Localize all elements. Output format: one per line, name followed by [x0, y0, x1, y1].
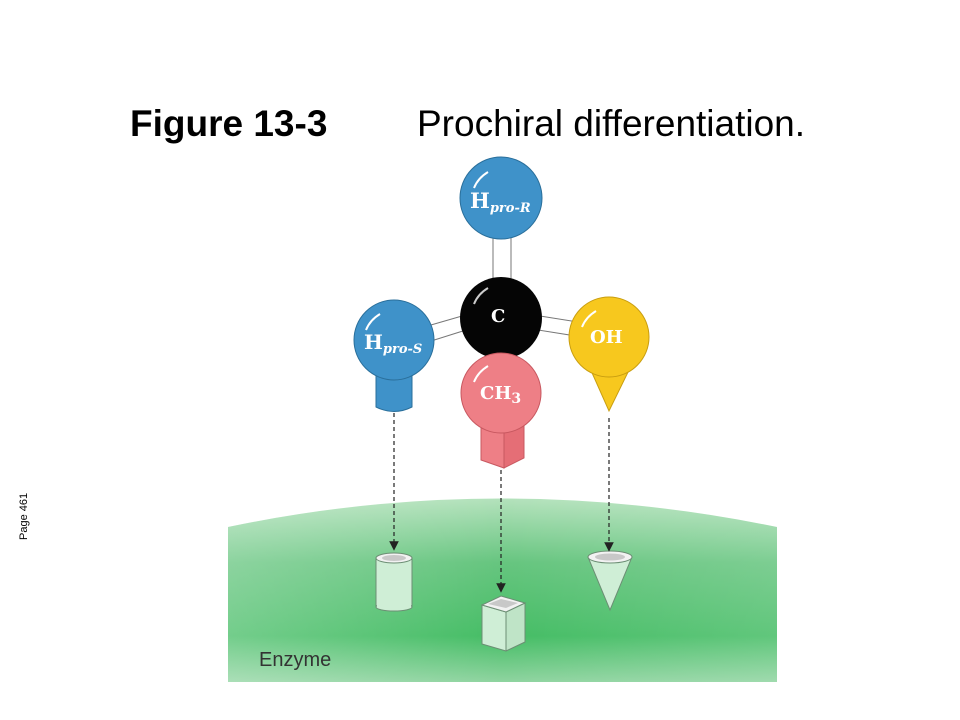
h-pro-r-atom: Hpro-R: [459, 156, 543, 240]
methyl-subscript: 3: [511, 391, 521, 407]
box-binding-site: [480, 595, 527, 652]
h-pro-r-symbol: H: [470, 188, 490, 213]
hydroxyl-symbol: OH: [590, 327, 623, 348]
methyl-group: CH3: [460, 352, 542, 469]
carbon-atom: C: [460, 277, 542, 359]
h-pro-s-atom: Hpro-S: [353, 299, 435, 412]
h-pro-r-subscript: pro-R: [490, 201, 531, 216]
svg-text:Hpro-R: Hpro-R: [470, 188, 531, 216]
svg-text:CH3: CH3: [480, 383, 521, 407]
svg-text:Hpro-S: Hpro-S: [364, 330, 422, 357]
hydroxyl-group: OH: [568, 296, 650, 413]
cylinder-binding-site: [375, 552, 413, 612]
binding-arrows: [389, 413, 614, 593]
h-pro-s-subscript: pro-S: [383, 342, 422, 357]
figure-number: Figure 13-3: [130, 103, 328, 144]
cone-binding-site: [587, 550, 633, 612]
enzyme-label: Enzyme: [259, 649, 331, 671]
methyl-symbol: CH: [480, 383, 511, 404]
h-pro-s-symbol: H: [364, 330, 383, 354]
carbon-symbol: C: [491, 306, 505, 327]
figure-caption: Prochiral differentiation.: [417, 103, 806, 144]
figure-title: Figure 13-3 Prochiral differentiation.: [130, 103, 805, 145]
